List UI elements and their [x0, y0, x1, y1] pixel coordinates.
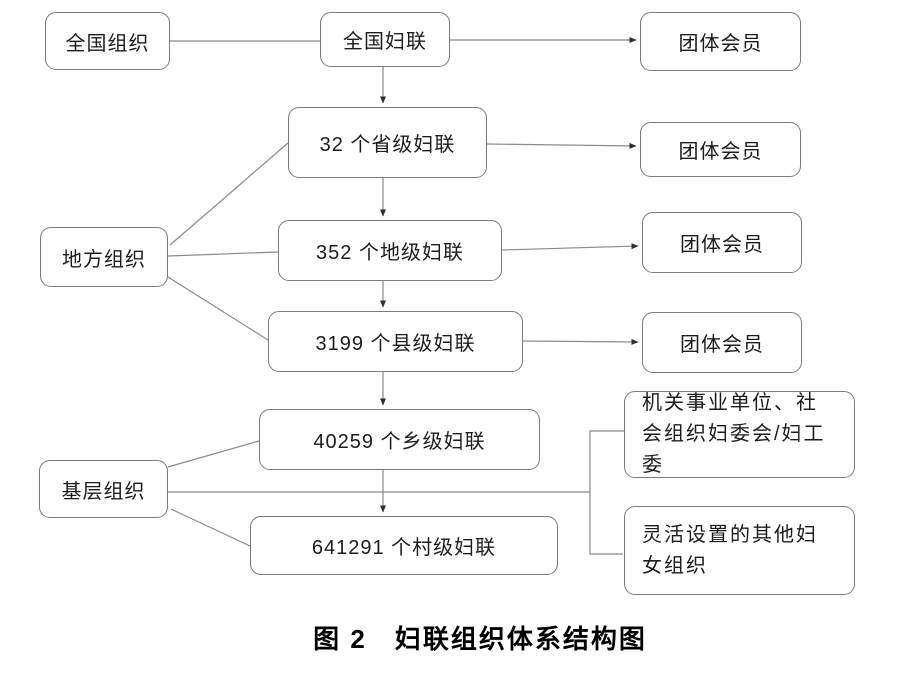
node-village-fulian: 641291 个村级妇联 [250, 516, 558, 575]
link-localorg-provincial [169, 142, 289, 246]
link-grassroots-village [170, 508, 251, 547]
node-grassroots-org: 基层组织 [39, 460, 168, 518]
node-provincial-fulian: 32 个省级妇联 [288, 107, 487, 178]
node-group-member-1: 团体会员 [640, 12, 801, 71]
link-localorg-county [167, 276, 269, 341]
node-national-org: 全国组织 [45, 12, 170, 70]
node-township-fulian: 40259 个乡级妇联 [259, 409, 540, 470]
figure-caption: 图 2 妇联组织体系结构图 [313, 624, 647, 654]
link-localorg-prefecture [167, 251, 279, 257]
node-group-member-2: 团体会员 [640, 122, 801, 177]
link-grassroots-township [167, 440, 260, 468]
link-provincial-groupmember2 [486, 142, 637, 149]
node-county-fulian: 3199 个县级妇联 [268, 311, 523, 372]
node-group-member-3: 团体会员 [642, 212, 802, 273]
link-prefecture-groupmember3 [501, 243, 639, 251]
node-org-committee: 机关事业单位、社会组织妇委会/妇工委 [624, 391, 855, 478]
node-local-org: 地方组织 [40, 227, 168, 287]
node-prefecture-fulian: 352 个地级妇联 [278, 220, 502, 281]
link-county-groupmember4 [522, 338, 639, 345]
node-national-fulian: 全国妇联 [320, 12, 450, 67]
node-group-member-4: 团体会员 [642, 312, 802, 373]
bracket-right-orgs [589, 430, 625, 555]
node-flexible-org: 灵活设置的其他妇女组织 [624, 506, 855, 595]
